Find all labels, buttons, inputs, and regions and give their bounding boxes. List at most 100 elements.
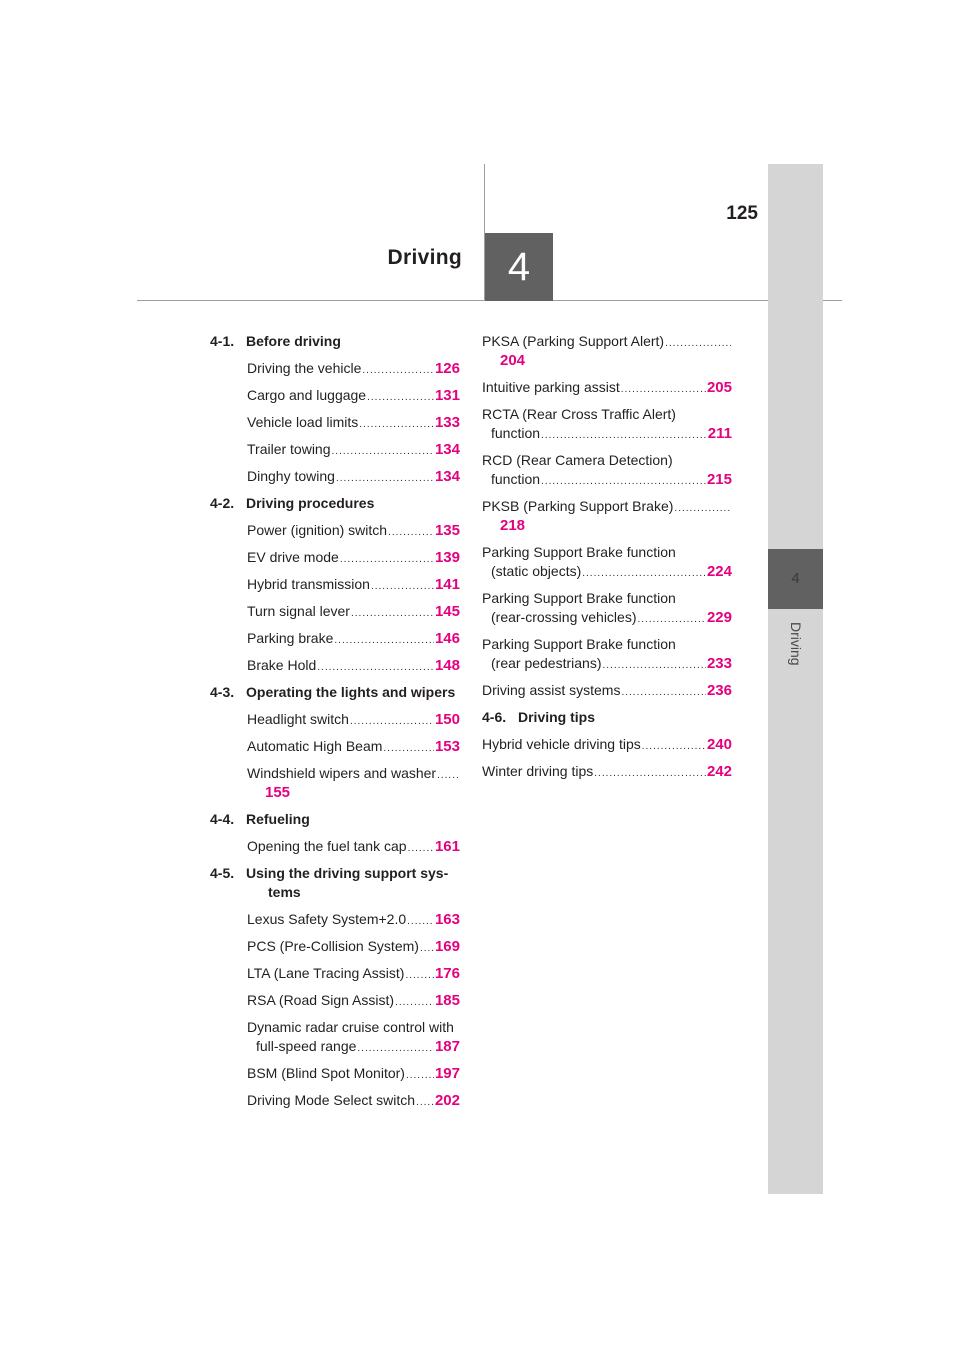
- toc-entry-page[interactable]: 141: [434, 576, 460, 593]
- toc-entry-page[interactable]: 169: [434, 938, 460, 955]
- toc-section-heading: 4-1.Before driving: [210, 332, 460, 351]
- toc-entry-page[interactable]: 240: [706, 736, 732, 753]
- toc-entry-page[interactable]: 163: [434, 911, 460, 928]
- dot-leader: ........................................…: [541, 476, 706, 487]
- toc-entry-page[interactable]: 236: [706, 682, 732, 699]
- toc-entry-text: PKSA (Parking Support Alert): [482, 333, 665, 349]
- toc-entry-page[interactable]: 233: [706, 655, 732, 672]
- toc-entry[interactable]: Cargo and luggage.......................…: [210, 386, 460, 405]
- toc-entry-page[interactable]: 155: [265, 784, 291, 801]
- toc-entry-text: Cargo and luggage: [247, 387, 367, 403]
- toc-entry[interactable]: Parking Support Brake function (static ob…: [482, 543, 732, 581]
- dot-leader: ........................................…: [317, 662, 434, 673]
- toc-entry-page[interactable]: 148: [434, 657, 460, 674]
- toc-entry[interactable]: Turn signal lever.......................…: [210, 602, 460, 621]
- toc-entry-page[interactable]: 176: [434, 965, 460, 982]
- toc-entry-page[interactable]: 139: [434, 549, 460, 566]
- toc-entry[interactable]: RSA (Road Sign Assist)..................…: [210, 991, 460, 1010]
- toc-entry[interactable]: Hybrid transmission.....................…: [210, 575, 460, 594]
- toc-entry-page[interactable]: 205: [706, 379, 732, 396]
- toc-entry-page[interactable]: 134: [434, 468, 460, 485]
- toc-entry-page[interactable]: 215: [706, 471, 732, 488]
- toc-entry-page[interactable]: 204: [500, 352, 526, 369]
- toc-entry[interactable]: Driving Mode Select switch..............…: [210, 1091, 460, 1110]
- toc-entry[interactable]: RCTA (Rear Cross Traffic Alert)function.…: [482, 405, 732, 443]
- toc-entry[interactable]: Driving assist systems..................…: [482, 681, 732, 700]
- toc-entry-page[interactable]: 146: [434, 630, 460, 647]
- toc-entry-page[interactable]: 218: [500, 517, 526, 534]
- toc-entry[interactable]: Vehicle load limits.....................…: [210, 413, 460, 432]
- toc-entry[interactable]: Dinghy towing...........................…: [210, 467, 460, 486]
- toc-entry[interactable]: Automatic High Beam.....................…: [210, 737, 460, 756]
- dot-leader: ........................................…: [395, 997, 434, 1008]
- section-title: Before driving: [246, 333, 341, 349]
- dot-leader: ........................................…: [602, 660, 706, 671]
- toc-entry-text: Driving assist systems: [482, 682, 621, 698]
- header-vertical-rule: [484, 164, 485, 301]
- toc-entry-page[interactable]: 211: [707, 425, 732, 442]
- toc-entry-page[interactable]: 126: [434, 360, 460, 377]
- toc-entry[interactable]: Winter driving tips.....................…: [482, 762, 732, 781]
- toc-entry[interactable]: PKSA (Parking Support Alert)............…: [482, 332, 732, 370]
- toc-entry-text: RCD (Rear Camera Detection): [482, 452, 673, 468]
- toc-entry[interactable]: Power (ignition) switch.................…: [210, 521, 460, 540]
- toc-entry-page[interactable]: 197: [434, 1065, 460, 1082]
- toc-entry[interactable]: Hybrid vehicle driving tips.............…: [482, 735, 732, 754]
- section-title: Refueling: [246, 811, 310, 827]
- dot-leader: ........................................…: [335, 473, 434, 484]
- toc-entry-page[interactable]: 242: [706, 763, 732, 780]
- toc-entry[interactable]: Windshield wipers and washer............…: [210, 764, 460, 802]
- toc-entry[interactable]: Parking Support Brake function(rear pede…: [482, 635, 732, 673]
- toc-entry-text: Driving Mode Select switch: [247, 1092, 416, 1108]
- toc-entry[interactable]: Opening the fuel tank cap...............…: [210, 837, 460, 856]
- toc-entry[interactable]: Brake Hold..............................…: [210, 656, 460, 675]
- toc-entry-text: Automatic High Beam: [247, 738, 383, 754]
- dot-leader: ........................................…: [362, 365, 434, 376]
- toc-entry-text: EV drive mode: [247, 549, 339, 565]
- toc-entry[interactable]: BSM (Blind Spot Monitor)................…: [210, 1064, 460, 1083]
- toc-entry[interactable]: Parking Support Brake function(rear-cros…: [482, 589, 732, 627]
- toc-entry-text-continued: (static objects): [491, 563, 582, 579]
- dot-leader: ........................................…: [349, 716, 434, 727]
- toc-entry[interactable]: Lexus Safety System+2.0.................…: [210, 910, 460, 929]
- toc-entry-page[interactable]: 224: [706, 563, 732, 580]
- toc-entry-page[interactable]: 135: [434, 522, 460, 539]
- toc-entry-page[interactable]: 134: [434, 441, 460, 458]
- toc-entry[interactable]: LTA (Lane Tracing Assist)...............…: [210, 964, 460, 983]
- toc-entry-text: Parking Support Brake function: [482, 544, 676, 560]
- section-number: 4-3.: [210, 684, 235, 700]
- toc-entry[interactable]: PCS (Pre-Collision System)..............…: [210, 937, 460, 956]
- toc-section-heading: 4-5.Using the driving support sys-tems: [210, 864, 460, 902]
- toc-entry[interactable]: Parking brake...........................…: [210, 629, 460, 648]
- toc-entry-page[interactable]: 229: [706, 609, 732, 626]
- toc-entry[interactable]: Driving the vehicle.....................…: [210, 359, 460, 378]
- toc-entry-text: PKSB (Parking Support Brake): [482, 498, 674, 514]
- toc-entry-page[interactable]: 133: [434, 414, 460, 431]
- toc-entry[interactable]: Trailer towing..........................…: [210, 440, 460, 459]
- toc-entry-text: Brake Hold: [247, 657, 317, 673]
- dot-leader: ........................................…: [350, 608, 434, 619]
- toc-entry[interactable]: PKSB (Parking Support Brake)............…: [482, 497, 732, 535]
- dot-leader: ........................................…: [367, 392, 434, 403]
- section-number: 4-2.: [210, 495, 235, 511]
- toc-entry-page[interactable]: 185: [434, 992, 460, 1009]
- toc-entry-page[interactable]: 150: [434, 711, 460, 728]
- toc-entry-page[interactable]: 187: [434, 1038, 460, 1055]
- toc-entry-text: Parking Support Brake function: [482, 636, 676, 652]
- toc-entry[interactable]: Intuitive parking assist................…: [482, 378, 732, 397]
- dot-leader: ........................................…: [541, 430, 707, 441]
- dot-leader: ........................................…: [407, 916, 434, 927]
- chapter-number-box: 4: [485, 233, 553, 301]
- toc-entry-page[interactable]: 153: [434, 738, 460, 755]
- toc-entry-text-continued: function: [491, 471, 541, 487]
- toc-entry-page[interactable]: 202: [434, 1092, 460, 1109]
- toc-entry-page[interactable]: 131: [434, 387, 460, 404]
- toc-entry[interactable]: EV drive mode...........................…: [210, 548, 460, 567]
- toc-entry-page[interactable]: 161: [434, 838, 460, 855]
- toc-entry[interactable]: RCD (Rear Camera Detection) function.....…: [482, 451, 732, 489]
- toc-entry[interactable]: Headlight switch........................…: [210, 710, 460, 729]
- toc-entry-page[interactable]: 145: [434, 603, 460, 620]
- section-title: Using the driving support sys-: [246, 865, 449, 881]
